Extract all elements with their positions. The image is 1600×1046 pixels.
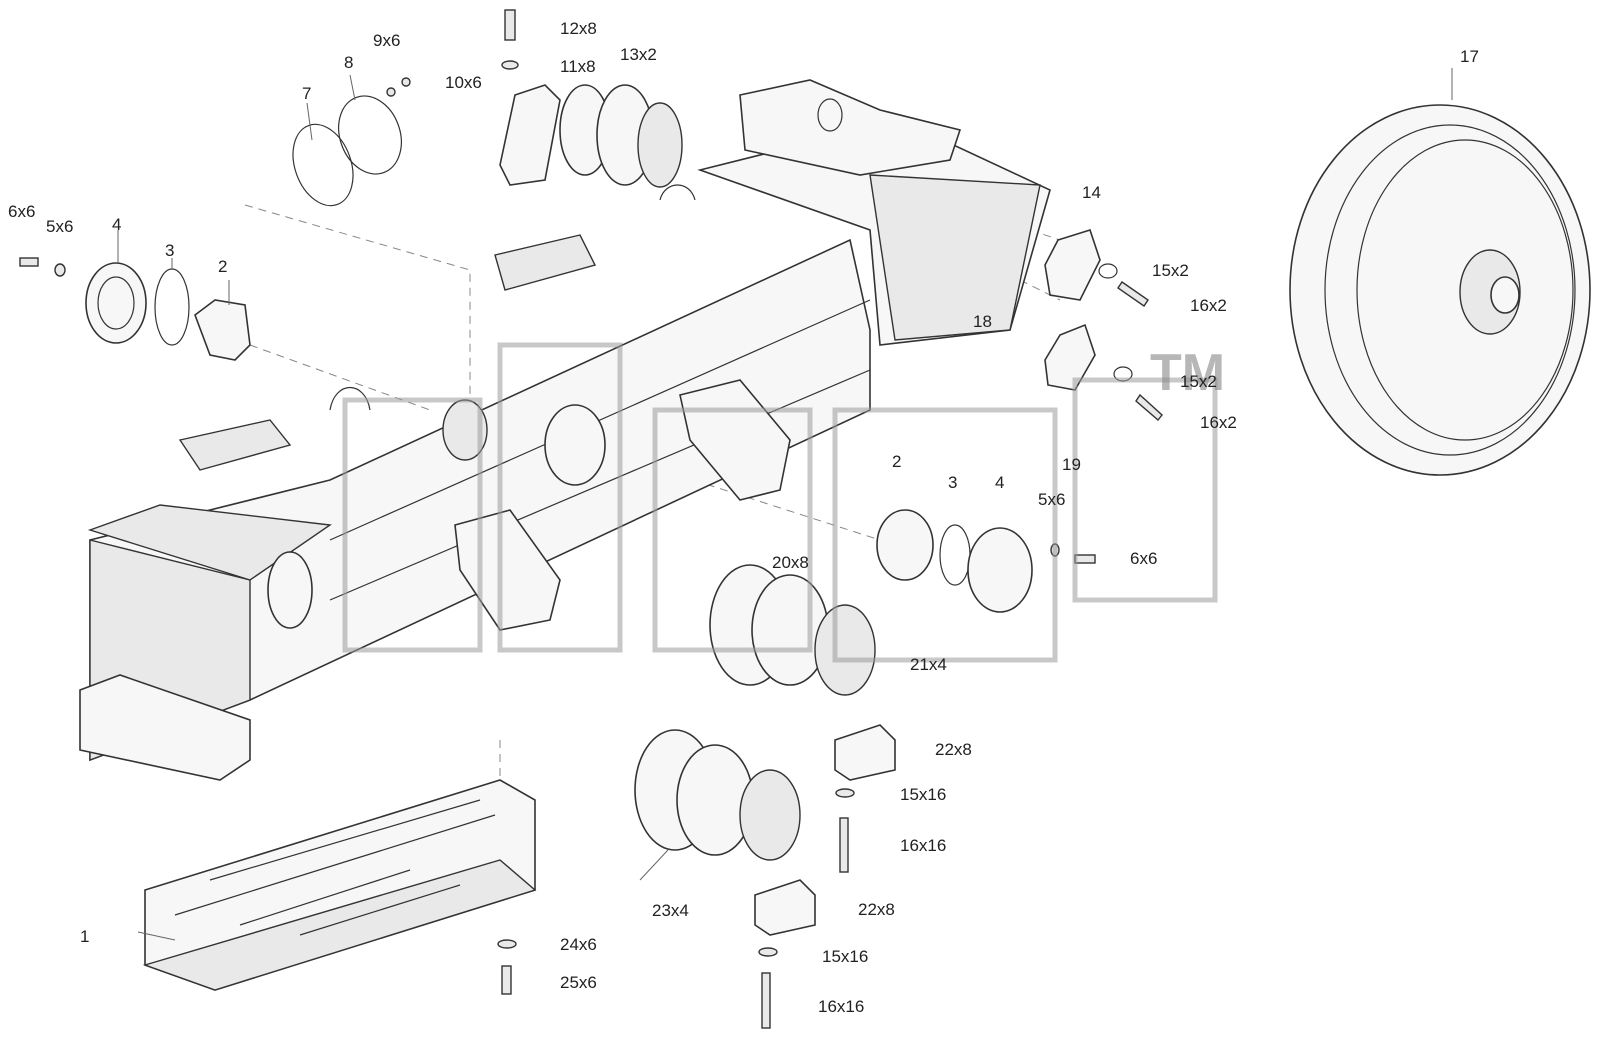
callout-20x8: 20x8 (772, 553, 809, 572)
callout-16x16-top: 16x16 (900, 836, 946, 855)
callout-3-right: 3 (948, 473, 957, 492)
callout-10x6: 10x6 (445, 73, 482, 92)
callout-8: 8 (344, 53, 353, 72)
callout-12x8: 12x8 (560, 19, 597, 38)
carrier-roller (499, 9, 683, 188)
callout-16x16-bottom: 16x16 (818, 997, 864, 1016)
track-frame (79, 79, 1051, 781)
callout-22x8-top: 22x8 (935, 740, 972, 759)
gaskets (292, 77, 411, 207)
track-guard (142, 779, 537, 991)
callout-21x4: 21x4 (910, 655, 947, 674)
watermark-trademark: TM (1150, 344, 1225, 402)
callout-4-right: 4 (995, 473, 1004, 492)
clamps-right (1044, 229, 1163, 422)
callout-5x6-left: 5x6 (46, 217, 73, 236)
callout-19: 19 (1062, 455, 1081, 474)
callout-15x2-bottom: 15x2 (1180, 372, 1217, 391)
callout-labels: 1 2 3 4 5x6 6x6 7 8 9x6 10x6 11x8 12x8 1… (8, 19, 1479, 1016)
left-end-parts (19, 257, 251, 361)
callout-14: 14 (1082, 183, 1101, 202)
callout-2-right: 2 (892, 452, 901, 471)
callout-2-left: 2 (218, 257, 227, 276)
callout-15x16-bottom: 15x16 (822, 947, 868, 966)
callout-23x4: 23x4 (652, 901, 689, 920)
callout-16x2-bottom: 16x2 (1200, 413, 1237, 432)
callout-15x2-top: 15x2 (1152, 261, 1189, 280)
watermark: TM (342, 342, 1225, 663)
idler-wheel (1289, 104, 1591, 476)
callout-3-left: 3 (165, 241, 174, 260)
leader-lines (117, 68, 1453, 941)
callout-24x6: 24x6 (560, 935, 597, 954)
callout-11x8: 11x8 (560, 57, 596, 76)
callout-9x6: 9x6 (373, 31, 400, 50)
callout-6x6-left: 6x6 (8, 202, 35, 221)
roller-brackets (497, 724, 896, 1029)
callout-22x8-bottom: 22x8 (858, 900, 895, 919)
callout-13x2: 13x2 (620, 45, 657, 64)
callout-25x6: 25x6 (560, 973, 597, 992)
callout-15x16-top: 15x16 (900, 785, 946, 804)
callout-18: 18 (973, 312, 992, 331)
callout-16x2-top: 16x2 (1190, 296, 1227, 315)
callout-1: 1 (80, 927, 89, 946)
callout-4-left: 4 (112, 215, 121, 234)
callout-17: 17 (1460, 47, 1479, 66)
track-rollers (634, 564, 876, 861)
callout-7: 7 (302, 84, 311, 103)
callout-5x6-right: 5x6 (1038, 490, 1065, 509)
right-end-parts (876, 509, 1096, 613)
callout-6x6-right: 6x6 (1130, 549, 1157, 568)
